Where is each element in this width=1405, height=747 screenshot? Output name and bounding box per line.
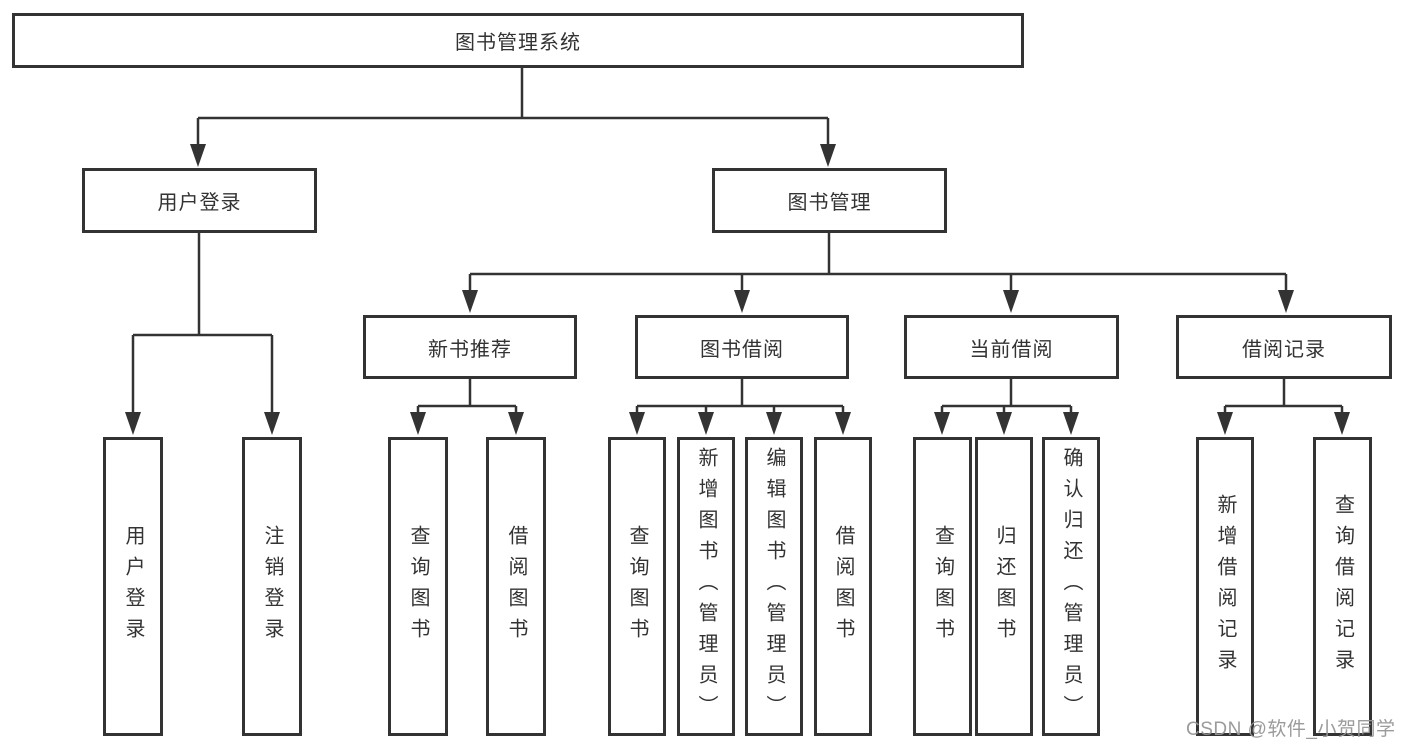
arrow-down-icon <box>835 412 851 435</box>
node-label: 图书管理系统 <box>455 32 581 54</box>
node-label: 新书推荐 <box>428 338 512 361</box>
leaf-label: 查询图书 <box>931 524 954 649</box>
connector-current-borrow-to-leaves <box>940 379 1073 414</box>
node-book-borrow: 图书借阅 <box>635 315 849 379</box>
arrow-down-icon <box>766 412 782 435</box>
arrow-down-icon <box>1003 290 1019 313</box>
node-borrow-records: 借阅记录 <box>1176 315 1392 379</box>
leaf-label: 查询借阅记录 <box>1331 493 1354 680</box>
arrowheads <box>125 144 1350 435</box>
connector-book-borrow-to-leaves <box>635 379 845 414</box>
arrow-down-icon <box>1217 412 1233 435</box>
leaf-query-books-borrow: 查询图书 <box>608 437 666 736</box>
arrow-down-icon <box>820 144 836 167</box>
node-label: 借阅记录 <box>1242 338 1326 361</box>
node-book-management: 图书管理 <box>712 168 947 233</box>
leaf-label: 新增借阅记录 <box>1214 493 1236 680</box>
leaf-logout: 注销登录 <box>242 437 302 736</box>
arrow-down-icon <box>934 412 950 435</box>
arrow-down-icon <box>410 412 426 435</box>
node-label: 当前借阅 <box>969 338 1054 361</box>
leaf-label: 借阅图书 <box>832 524 854 649</box>
arrow-down-icon <box>190 144 206 167</box>
csdn-watermark: CSDN @软件_小贺同学 <box>1186 719 1396 740</box>
arrow-down-icon <box>698 412 714 435</box>
leaf-label: 确认归还（管理员） <box>1060 447 1082 726</box>
node-user-login: 用户登录 <box>82 168 317 233</box>
node-label: 图书管理 <box>787 192 872 214</box>
arrow-down-icon <box>125 412 141 435</box>
leaf-label: 注销登录 <box>261 524 283 649</box>
leaf-query-books-current: 查询图书 <box>913 437 972 736</box>
leaf-label: 编辑图书（管理员） <box>763 447 785 726</box>
leaf-query-books-recommend: 查询图书 <box>388 437 448 736</box>
arrow-down-icon <box>996 412 1012 435</box>
arrow-down-icon <box>734 290 750 313</box>
arrow-down-icon <box>629 412 645 435</box>
arrow-down-icon <box>1334 412 1350 435</box>
node-root-library-system: 图书管理系统 <box>12 13 1024 68</box>
leaf-label: 借阅图书 <box>505 524 527 649</box>
node-label: 用户登录 <box>157 192 242 214</box>
connector-root-to-level2 <box>196 68 830 146</box>
arrow-down-icon <box>264 412 280 435</box>
leaf-label: 新增图书（管理员） <box>695 447 717 726</box>
leaf-label: 归还图书 <box>993 524 1015 649</box>
arrow-down-icon <box>508 412 524 435</box>
arrow-down-icon <box>1278 290 1294 313</box>
leaf-label: 查询图书 <box>407 524 429 649</box>
node-label: 图书借阅 <box>700 338 784 361</box>
connector-user-login-to-leaves <box>131 233 274 414</box>
leaf-label: 查询图书 <box>626 524 648 649</box>
leaf-query-borrow-record: 查询借阅记录 <box>1313 437 1372 736</box>
leaf-borrow-books: 借阅图书 <box>814 437 872 736</box>
connector-book-management-to-level3 <box>468 233 1288 292</box>
arrow-down-icon <box>1063 412 1079 435</box>
leaf-return-book: 归还图书 <box>975 437 1033 736</box>
leaf-edit-book-admin: 编辑图书（管理员） <box>745 437 803 736</box>
leaf-add-book-admin: 新增图书（管理员） <box>677 437 735 736</box>
arrow-down-icon <box>462 290 478 313</box>
node-current-borrow: 当前借阅 <box>904 315 1119 379</box>
leaf-label: 用户登录 <box>122 524 144 649</box>
leaf-confirm-return-admin: 确认归还（管理员） <box>1042 437 1100 736</box>
leaf-borrow-books-recommend: 借阅图书 <box>486 437 546 736</box>
node-new-book-recommend: 新书推荐 <box>363 315 577 379</box>
leaf-user-login: 用户登录 <box>103 437 163 736</box>
connector-new-book-to-leaves <box>416 379 518 414</box>
connector-borrow-records-to-leaves <box>1223 379 1344 414</box>
leaf-add-borrow-record: 新增借阅记录 <box>1196 437 1254 736</box>
